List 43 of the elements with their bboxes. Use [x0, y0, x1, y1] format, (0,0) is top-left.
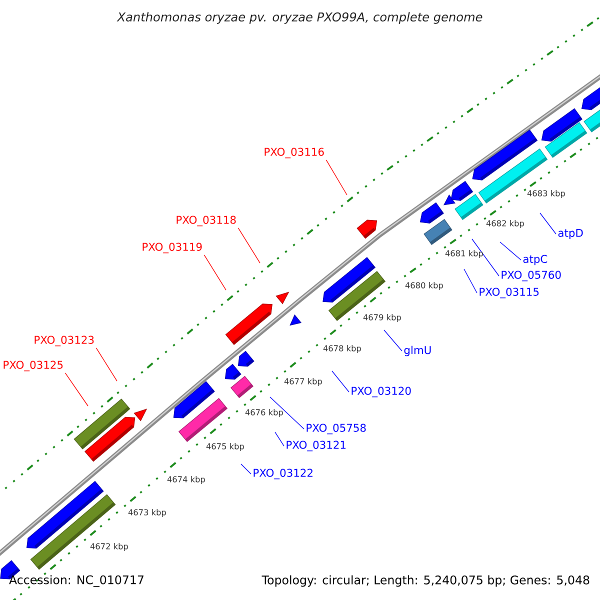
leader-line	[326, 160, 348, 196]
genome-summary-text: Topology: circular; Length: 5,240,075 bp; Genes: 5,048	[262, 575, 590, 587]
leader-line	[472, 238, 500, 276]
gene-label: PXO_03116	[264, 148, 324, 158]
tick-label: 4680 kbp	[405, 282, 443, 290]
gene-label: PXO_03118	[176, 216, 236, 226]
title: Xanthomonas oryzae pv. oryzae PXO99A, complete genome	[116, 12, 482, 24]
gene-label: PXO_03125	[4, 360, 63, 372]
leader-line	[204, 254, 226, 290]
gene-label: PXO_05758	[306, 424, 366, 434]
gene-label: PXO_05760	[502, 270, 561, 282]
tick-label: 4683 kbp	[527, 190, 565, 198]
tick-label: 4673 kbp	[128, 509, 166, 517]
leader-line	[238, 228, 260, 264]
leader-line	[540, 212, 556, 234]
gene-label: PXO_03121	[286, 440, 346, 452]
gene-label: PXO_03115	[480, 288, 539, 298]
leader-line	[500, 242, 522, 260]
gene-label: PXO_03120	[352, 386, 411, 398]
tick-label: 4676 kbp	[245, 409, 283, 417]
gene-label: atpD	[558, 228, 583, 240]
gene-label: PXO_03119	[142, 242, 202, 254]
gene-label: PXO_03123	[34, 336, 94, 346]
tick-label: 4679 kbp	[363, 314, 401, 322]
tick-label: 4682 kbp	[486, 220, 524, 228]
leader-line	[274, 432, 284, 446]
gene-label: atpC	[523, 254, 548, 266]
tick-label: 4675 kbp	[206, 443, 244, 451]
leader-line	[270, 396, 304, 430]
tick-label: 4678 kbp	[323, 345, 361, 353]
tick-label: 4677 kbp	[284, 378, 322, 386]
tick-label: 4681 kbp	[445, 250, 483, 258]
leader-line	[240, 464, 252, 474]
gene-label: PXO_03122	[254, 468, 312, 480]
leader-line	[96, 348, 118, 382]
tick-label: 4674 kbp	[167, 476, 205, 484]
gene-label: glmU	[404, 346, 431, 356]
leader-line	[464, 268, 478, 294]
leader-line	[64, 372, 88, 406]
leader-line	[384, 330, 402, 352]
tick-label: 4672 kbp	[90, 543, 128, 551]
leader-line	[332, 370, 350, 392]
accession-text: Accession: NC_010717	[9, 575, 144, 587]
